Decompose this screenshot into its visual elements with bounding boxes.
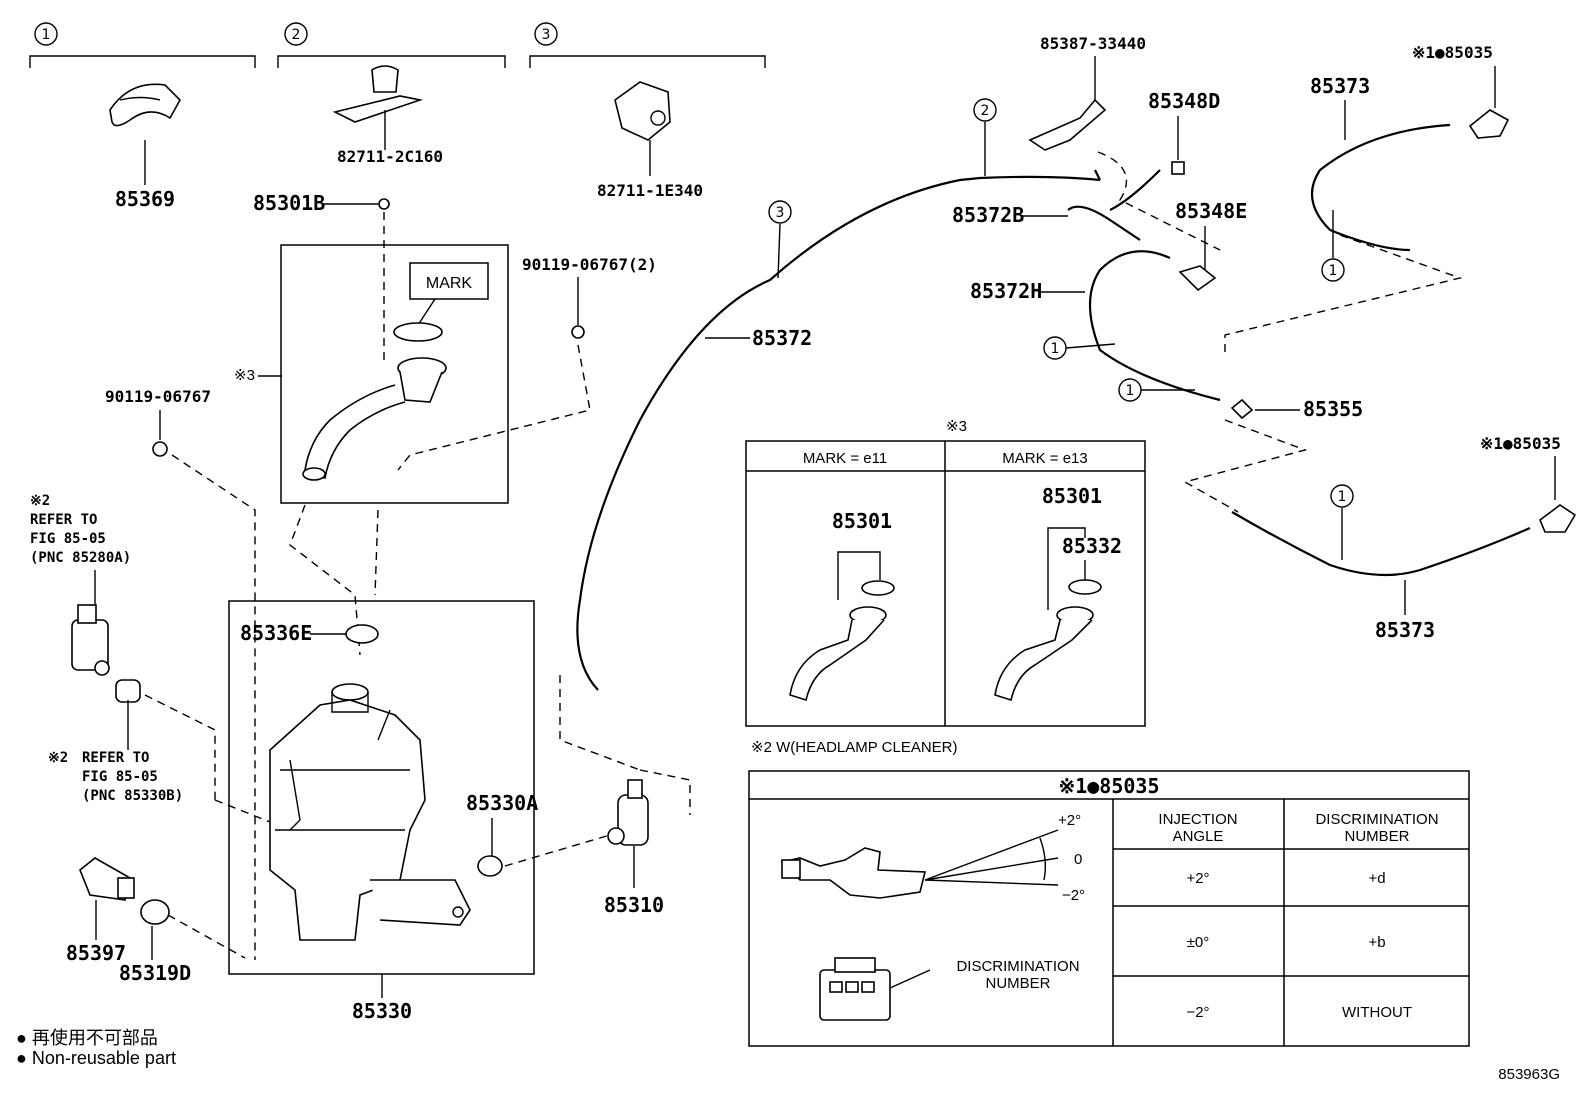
nozzle-85035-mid bbox=[1539, 504, 1577, 533]
refer-left-line1: REFER TO bbox=[30, 512, 97, 528]
inlet-cap bbox=[393, 322, 443, 342]
inlet-e13 bbox=[994, 579, 1102, 702]
hose-85372b bbox=[1067, 205, 1141, 241]
bracket-label-1: 1 bbox=[42, 27, 51, 43]
nozzle-85387 bbox=[1028, 98, 1107, 151]
refer-left-mark: ※2 bbox=[30, 493, 50, 509]
figure-code: 853963G bbox=[1498, 1066, 1560, 1083]
row2-number: +b bbox=[1368, 934, 1385, 951]
cap-85336e bbox=[345, 624, 379, 644]
row1-number: +d bbox=[1368, 870, 1385, 887]
mark-label: MARK bbox=[426, 275, 473, 292]
col1-header-line2: ANGLE bbox=[1173, 828, 1224, 845]
part-82711-2c160: 82711-2C160 bbox=[337, 147, 443, 166]
part-85319d: 85319D bbox=[119, 961, 191, 985]
disc-label-line2: NUMBER bbox=[985, 975, 1050, 992]
hose-85372 bbox=[576, 175, 1101, 691]
part-85035-top: ※1●85035 bbox=[1412, 43, 1493, 62]
row1-angle: +2° bbox=[1186, 870, 1209, 887]
part-90119-06767-2: 90119-06767(2) bbox=[522, 255, 657, 274]
part-85373-top: 85373 bbox=[1310, 74, 1370, 98]
part-85330: 85330 bbox=[352, 999, 412, 1023]
refer-left-line2: FIG 85-05 bbox=[30, 531, 106, 547]
part-82711-1e340: 82711-1E340 bbox=[597, 181, 703, 200]
inset-col1-part: 85301 bbox=[832, 509, 892, 533]
bracket-label-3: 3 bbox=[542, 27, 551, 43]
part-85035-mid: ※1●85035 bbox=[1480, 434, 1561, 453]
row3-angle: −2° bbox=[1186, 1004, 1209, 1021]
inlet-pipe bbox=[302, 357, 447, 481]
ref-circle-3: 3 bbox=[776, 205, 785, 221]
ref-circle-1b: 1 bbox=[1126, 383, 1135, 399]
clip-85369-part bbox=[109, 83, 181, 185]
grommet-85330a bbox=[477, 855, 503, 877]
nozzle-angle-illustration bbox=[780, 829, 1059, 899]
col2-header-line2: NUMBER bbox=[1344, 828, 1409, 845]
grommet-85319d bbox=[140, 899, 170, 925]
ref-circle-1c: 1 bbox=[1329, 263, 1338, 279]
hose-85373-bottom bbox=[1231, 511, 1531, 577]
ref3-label: ※3 bbox=[234, 367, 255, 384]
refer-mid-mark: ※2 bbox=[48, 750, 68, 766]
bracket-label-2: 2 bbox=[292, 27, 301, 43]
col1-header-line1: INJECTION bbox=[1158, 811, 1237, 828]
inlet-e11 bbox=[789, 580, 895, 702]
washer-pump-85310 bbox=[607, 779, 649, 846]
part-85355: 85355 bbox=[1303, 397, 1363, 421]
inset-col2-part-a: 85301 bbox=[1042, 484, 1102, 508]
ref-circle-2: 2 bbox=[981, 103, 990, 119]
part-85373-bottom: 85373 bbox=[1375, 618, 1435, 642]
angle-zero-label: 0 bbox=[1074, 851, 1082, 868]
hose-85373-top bbox=[1310, 123, 1451, 252]
headlamp-note: ※2 W(HEADLAMP CLEANER) bbox=[751, 739, 958, 756]
part-85387-33440: 85387-33440 bbox=[1040, 34, 1146, 53]
level-sensor-85397 bbox=[79, 857, 135, 901]
part-85301b: 85301B bbox=[253, 191, 325, 215]
part-85348d: 85348D bbox=[1148, 89, 1220, 113]
bracket-group-2: 2 bbox=[277, 22, 506, 68]
bracket-group-3: 3 bbox=[529, 22, 766, 68]
ref-circle-1d: 1 bbox=[1338, 489, 1347, 505]
part-85348e: 85348E bbox=[1175, 199, 1247, 223]
clip-82711-1e340-part bbox=[614, 81, 671, 176]
legend-en: ● Non-reusable part bbox=[16, 1048, 176, 1068]
part-85372: 85372 bbox=[752, 326, 812, 350]
inlet-detail-box bbox=[280, 244, 509, 504]
nozzle-85035-top bbox=[1468, 109, 1510, 139]
disc-label-line1: DISCRIMINATION bbox=[956, 958, 1079, 975]
bracket-group-1: 1 bbox=[29, 22, 256, 68]
washer-tank-85330 bbox=[269, 683, 471, 941]
part-85372b: 85372B bbox=[952, 203, 1024, 227]
inset-col2-header: MARK = e13 bbox=[1002, 450, 1087, 467]
refer-mid-line3: (PNC 85330B) bbox=[82, 788, 183, 804]
injection-table-title: ※1●85035 bbox=[1058, 774, 1159, 798]
washer-pump-85280a bbox=[71, 604, 110, 676]
connector-illustration bbox=[819, 957, 931, 1021]
part-85397: 85397 bbox=[66, 941, 126, 965]
part-90119-06767: 90119-06767 bbox=[105, 387, 211, 406]
part-85336e: 85336E bbox=[240, 621, 312, 645]
inset-col2-part-b: 85332 bbox=[1062, 534, 1122, 558]
legend-jp: ● 再使用不可部品 bbox=[16, 1028, 158, 1048]
part-85330a: 85330A bbox=[466, 791, 538, 815]
hose-85372h bbox=[1088, 250, 1221, 402]
angle-minus-label: −2° bbox=[1062, 887, 1085, 904]
injection-table bbox=[748, 770, 1470, 1047]
part-85372h: 85372H bbox=[970, 279, 1042, 303]
inset-title: ※3 bbox=[946, 418, 967, 435]
row2-angle: ±0° bbox=[1187, 934, 1210, 951]
part-85310: 85310 bbox=[604, 893, 664, 917]
angle-plus-label: +2° bbox=[1058, 812, 1081, 829]
ref-circle-1a: 1 bbox=[1051, 341, 1060, 357]
grommet-85330b bbox=[115, 679, 141, 703]
refer-mid-line2: FIG 85-05 bbox=[82, 769, 158, 785]
col2-header-line1: DISCRIMINATION bbox=[1315, 811, 1438, 828]
refer-mid-line1: REFER TO bbox=[82, 750, 149, 766]
part-85369: 85369 bbox=[115, 187, 175, 211]
row3-number: WITHOUT bbox=[1342, 1004, 1412, 1021]
inset-col1-header: MARK = e11 bbox=[803, 450, 887, 467]
refer-left-line3: (PNC 85280A) bbox=[30, 550, 131, 566]
clip-82711-2c160-part bbox=[332, 65, 424, 150]
